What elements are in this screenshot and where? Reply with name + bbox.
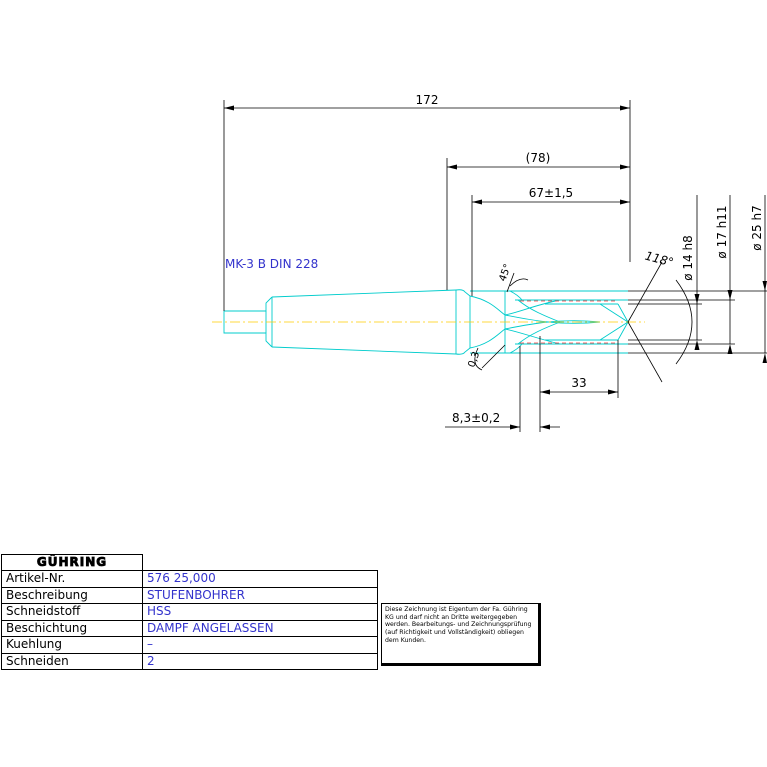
title-block: GÜHRING Artikel-Nr. 576 25,000 Beschreib…	[1, 554, 378, 670]
dimension-texts: 172 (78) 67±1,5 33 8,3±0,2 118° 45° 0,3 …	[416, 93, 764, 425]
table-row: Schneiden 2	[1, 652, 378, 670]
shank-designation: MK-3 B DIN 228	[225, 257, 318, 271]
dim-step-length: 33	[571, 376, 586, 390]
arrowheads	[224, 105, 767, 430]
dim-radius-step: 0,3	[466, 350, 482, 369]
dim-fluted: (78)	[526, 151, 551, 165]
cut-lines	[520, 300, 618, 344]
dim-cut-length: 67±1,5	[529, 186, 573, 200]
dim-dia-large: ø 25 h7	[750, 205, 764, 250]
dim-step-pos: 8,3±0,2	[452, 411, 500, 425]
table-row: Schneidstoff HSS	[1, 603, 378, 621]
table-row: Beschreibung STUFENBOHRER	[1, 586, 378, 604]
dim-dia-mid: ø 17 h11	[715, 205, 729, 258]
value-cooling: –	[142, 636, 378, 654]
label-cooling: Kuehlung	[1, 636, 143, 654]
value-article: 576 25,000	[142, 570, 378, 588]
label-coating: Beschichtung	[1, 619, 143, 637]
dimension-lines	[223, 100, 767, 432]
company-logo: GÜHRING	[1, 554, 143, 571]
ownership-note: Diese Zeichnung ist Eigentum der Fa. Güh…	[381, 603, 541, 666]
label-description: Beschreibung	[1, 586, 143, 604]
label-cutting-edges: Schneiden	[1, 652, 143, 670]
label-article: Artikel-Nr.	[1, 570, 143, 588]
dim-overall: 172	[416, 93, 439, 107]
value-coating: DAMPF ANGELASSEN	[142, 619, 378, 637]
table-row: Beschichtung DAMPF ANGELASSEN	[1, 619, 378, 637]
table-row: Artikel-Nr. 576 25,000	[1, 570, 378, 588]
value-cutting-edges: 2	[142, 652, 378, 670]
value-description: STUFENBOHRER	[142, 586, 378, 604]
value-material: HSS	[142, 603, 378, 621]
table-row: Kuehlung –	[1, 636, 378, 654]
label-material: Schneidstoff	[1, 603, 143, 621]
dim-dia-small: ø 14 h8	[681, 235, 695, 280]
